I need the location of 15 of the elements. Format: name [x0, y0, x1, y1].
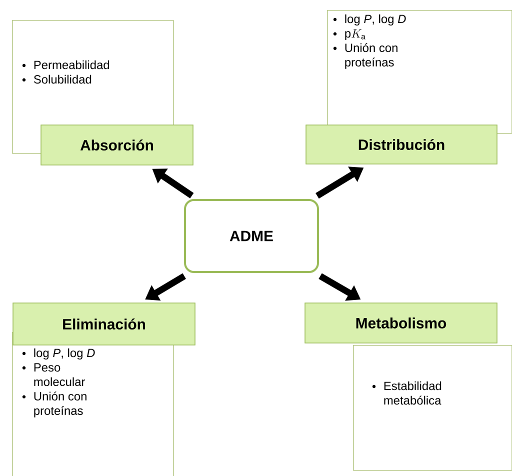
label-tab: Distribución [306, 124, 498, 164]
text-panel [353, 345, 512, 471]
bullet-item: log P, log D [345, 14, 406, 26]
label-tab: Eliminación [12, 302, 196, 346]
bullet-item: Estabilidad metabólica [384, 381, 442, 405]
label-tab: Absorción [40, 124, 194, 166]
bullet-item: $\mathrm{p}K_{\mathrm{a}}$ [345, 29, 366, 40]
label-tab: Metabolismo [304, 302, 498, 344]
bullet-item: Peso molecular [34, 363, 86, 386]
bullet-item: Unión con proteínas [34, 392, 86, 418]
rounded-box: ADME [184, 199, 319, 273]
bullet-item: log P, log D [34, 348, 95, 360]
bullet-item: Unión con proteínas [345, 43, 398, 69]
bullet-item: Solubilidad [34, 74, 92, 84]
bullet-item: Permeabilidad [34, 60, 110, 70]
